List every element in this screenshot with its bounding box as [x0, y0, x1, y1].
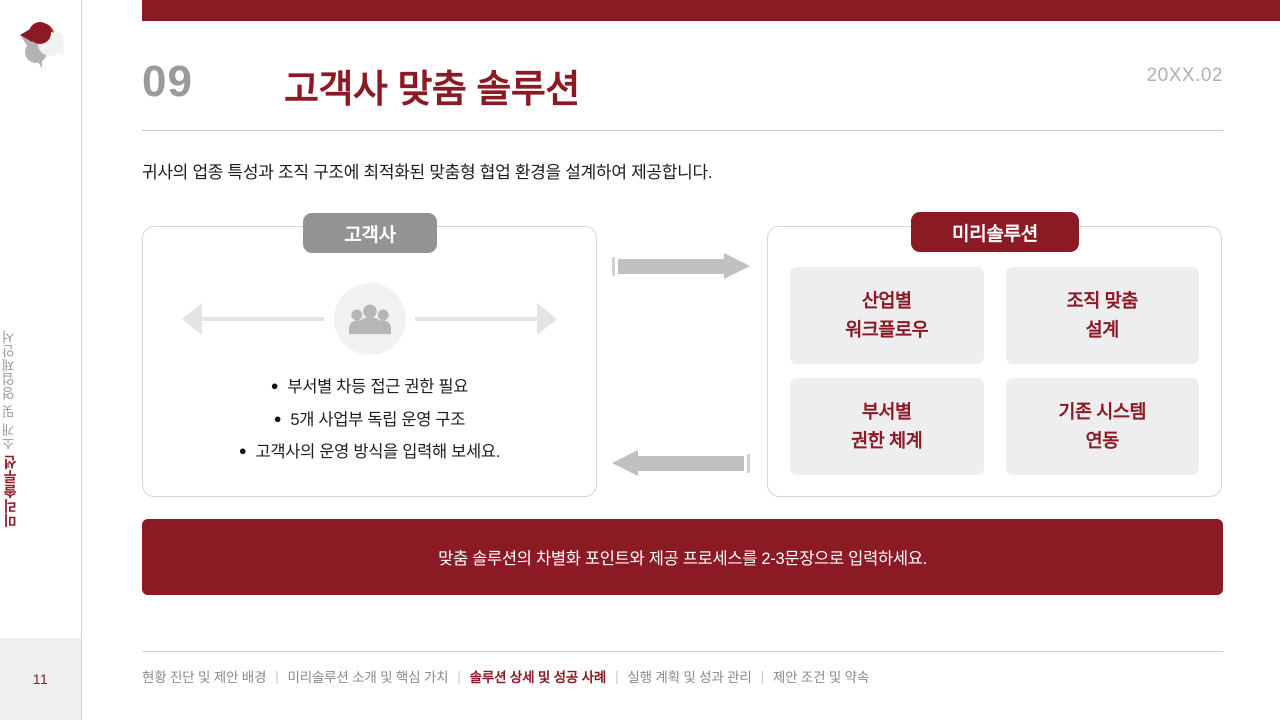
section-number: 09 — [142, 57, 193, 106]
list-item-label: 부서별 차등 접근 권한 필요 — [287, 378, 469, 396]
arrow-tail — [612, 257, 615, 276]
footer-nav-item-5[interactable]: 제안 조건 및 약속 — [772, 670, 870, 685]
solution-card-line1: 부서별 — [861, 400, 912, 422]
list-item: ● 고객사의 운영 방식을 입력해 보세요. — [142, 444, 597, 461]
page-number: 11 — [0, 638, 81, 720]
list-item-label: 5개 사업부 독립 운영 구조 — [290, 410, 466, 429]
list-item: ● 부서별 차등 접근 권한 필요 — [142, 379, 597, 396]
bullet-dot-icon: ● — [238, 443, 247, 459]
solution-card: 조직 맞춤 설계 — [1005, 267, 1199, 364]
header-date: 20XX.02 — [1146, 65, 1223, 86]
pinwheel-logo-icon — [16, 18, 68, 72]
solution-card-line1: 산업별 — [861, 289, 912, 311]
summary-banner: 맞춤 솔루션의 차별화 포인트와 제공 프로세스를 2-3문장으로 입력하세요. — [142, 519, 1223, 595]
footer-nav-item-4[interactable]: 실행 계획 및 성과 관리 — [627, 670, 752, 685]
solution-card-line1: 기존 시스템 — [1058, 400, 1147, 422]
left-sidebar: 미리솔루션 소개 및 영업제안서 11 — [0, 0, 82, 720]
footer-separator: | — [457, 668, 461, 684]
solution-card-grid: 산업별 워크플로우 조직 맞춤 설계 부서별 권한 체계 기존 시스템 연동 — [790, 267, 1199, 475]
client-bullet-list: ● 부서별 차등 접근 권한 필요 ● 5개 사업부 독립 운영 구조 ● 고객사의 … — [142, 379, 597, 477]
solution-card-line2: 권한 체계 — [851, 429, 923, 451]
list-item: ● 5개 사업부 독립 운영 구조 — [142, 410, 597, 429]
people-group-icon — [333, 283, 406, 355]
list-item-label: 고객사의 운영 방식을 입력해 보세요. — [255, 443, 501, 461]
bullet-dot-icon: ● — [270, 378, 279, 394]
right-arrow-shaft — [415, 317, 553, 321]
subtitle-text: 귀사의 업종 특성과 조직 구조에 최적화된 맞춤형 협업 환경을 설계하여 제… — [142, 163, 713, 182]
connector-arrow-right-icon — [612, 253, 750, 279]
footer-separator: | — [275, 668, 279, 684]
arrow-shaft — [618, 259, 724, 274]
solution-card-line2: 연동 — [1085, 429, 1120, 451]
footer-separator: | — [760, 668, 765, 684]
footer-nav-item-3[interactable]: 솔루션 상세 및 성공 사례 — [469, 670, 607, 685]
footer-nav-item-2[interactable]: 미리솔루션 소개 및 핵심 가치 — [287, 670, 449, 685]
arrow-left-icon — [182, 303, 202, 335]
header-divider — [142, 130, 1223, 131]
arrow-right-icon — [537, 303, 557, 335]
footer-divider — [142, 651, 1223, 652]
arrow-head — [724, 253, 750, 279]
sidebar-title-brand: 미리솔루션 — [2, 454, 18, 528]
arrow-tail — [747, 454, 750, 473]
solution-panel-badge: 미리솔루션 — [911, 212, 1079, 252]
footer-nav-item-1[interactable]: 현황 진단 및 제안 배경 — [142, 670, 267, 685]
bullet-dot-icon: ● — [273, 410, 282, 426]
solution-card: 산업별 워크플로우 — [790, 267, 984, 364]
client-panel — [142, 226, 597, 497]
connector-arrow-left-icon — [612, 450, 750, 476]
page-title: 고객사 맞춤 솔루션 — [284, 69, 580, 111]
client-icon-row — [142, 283, 597, 355]
solution-card-line2: 설계 — [1085, 318, 1120, 340]
summary-banner-text: 맞춤 솔루션의 차별화 포인트와 제공 프로세스를 2-3문장으로 입력하세요. — [438, 550, 927, 568]
footer-nav: 현황 진단 및 제안 배경 | 미리솔루션 소개 및 핵심 가치 | 솔루션 상… — [142, 666, 869, 686]
footer-separator: | — [615, 668, 619, 684]
top-accent-bar — [142, 0, 1280, 21]
left-arrow-shaft — [186, 317, 324, 321]
solution-card: 기존 시스템 연동 — [1005, 378, 1199, 475]
solution-card: 부서별 권한 체계 — [790, 378, 984, 475]
client-panel-badge: 고객사 — [303, 213, 437, 253]
sidebar-title-rest: 소개 및 영업제안서 — [2, 330, 17, 455]
sidebar-vertical-title: 미리솔루션 소개 및 영업제안서 — [0, 330, 82, 527]
solution-card-line2: 워크플로우 — [845, 318, 929, 340]
solution-card-line1: 조직 맞춤 — [1066, 289, 1139, 311]
arrow-shaft — [638, 456, 744, 471]
arrow-head — [612, 450, 638, 476]
